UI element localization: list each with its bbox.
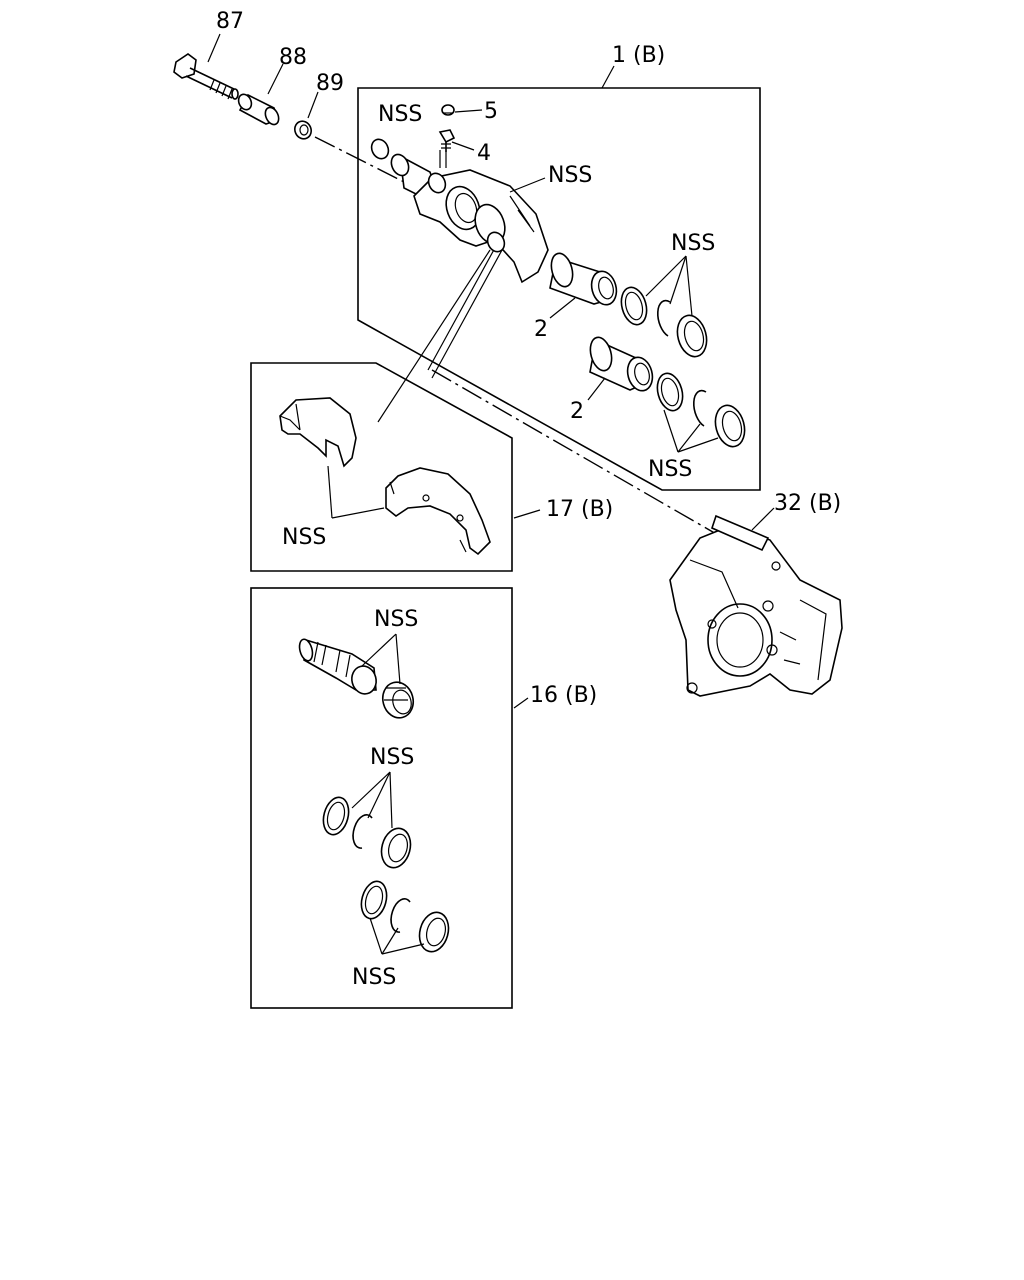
plug-nss-label: NSS [378,102,422,127]
pin-nss-leader-a [361,633,397,667]
brake-pad-outer [279,397,357,468]
bracket-label: 32 (B) [774,491,841,516]
brake-pad-inner [385,467,491,556]
nss-upper-leader-b [669,255,687,305]
pin-boot [381,681,415,719]
kit-nss-lower-leader-c [381,943,425,955]
bracket-axis-line [431,369,719,536]
bleeder-cap-5 [441,104,455,116]
dust-boot-lower [714,404,746,448]
kit-nss-lower-label: NSS [352,965,396,990]
caliper-body-nss-label: NSS [548,163,592,188]
retaining-ring-lower [692,389,707,427]
kit-dust-boot-2 [418,911,450,953]
sleeve-88-label: 88 [279,45,307,70]
caliper-assembly-leader [601,65,615,89]
nss-upper-leader-c [685,255,693,317]
piston-2-lower-label: 2 [570,399,584,424]
caliper-bracket [669,514,843,697]
bleeder-screw-4-label: 4 [477,141,491,166]
caliper-bracket-guide-line [427,245,497,371]
kit-seal-ring-1 [322,796,350,836]
kit-dust-boot-1 [380,827,412,869]
caliper-bracket-guide-line-2 [431,249,503,379]
bleeder-cap-5-label: 5 [484,99,498,124]
kit-nss-upper-leader-a [351,771,391,809]
nss-upper-leader-a [645,255,687,297]
nss-lower-label: NSS [648,457,692,482]
caliper-body [390,150,549,284]
seal-ring-upper [620,286,648,326]
kit-seal-ring-2 [360,880,388,920]
kit-nss-upper-leader-b [367,771,391,819]
piston-2-upper-leader [549,297,576,319]
seal-kit-leader [513,697,529,709]
sleeve-88-leader [267,63,284,95]
bleeder-screw-4-leader [451,141,475,151]
pad-guide-line [377,249,491,423]
pad-kit-leader [513,509,541,519]
nss-lower-leader-c [677,437,719,453]
kit-nss-upper-leader-c [389,771,393,829]
caliper-body-leader [509,177,546,193]
piston-2-upper [549,252,618,306]
pad-kit-label: 17 (B) [546,497,613,522]
caliper-assembly-label: 1 (B) [612,43,665,68]
kit-seal-ring-2-inner [364,885,384,915]
guide-pin [298,638,377,695]
kit-nss-upper-label: NSS [370,745,414,770]
pad-nss-label: NSS [282,525,326,550]
pad-kit-frame [250,362,513,572]
bolt-87-leader [207,33,221,63]
sleeve-88 [237,93,280,126]
nss-lower-leader-b [677,423,701,453]
nss-lower-leader-a [663,409,679,453]
bolt-87-label: 87 [216,9,244,34]
bleeder-screw-4 [438,129,456,152]
seal-ring-lower-inner [660,377,680,407]
piston-2-upper-label: 2 [534,317,548,342]
nss-upper-label: NSS [671,231,715,256]
kit-nss-lower-leader-b [381,927,399,955]
seal-kit-frame [250,587,513,1009]
bushing-89-leader [307,91,319,119]
piston-2-lower-leader [587,377,606,401]
dust-boot-upper [676,314,708,358]
pin-nss-leader-b [395,633,401,685]
pin-nss-label: NSS [374,607,418,632]
kit-retaining-ring-2 [390,898,411,933]
retaining-ring-upper [656,299,671,337]
bolt-87 [173,53,239,100]
kit-seal-ring-1-inner [326,801,346,831]
piston-2-lower [589,336,654,392]
kit-retaining-ring-1 [352,814,373,849]
kit-nss-lower-leader-a [369,917,383,955]
bleeder-cap-5-leader [454,109,483,113]
bushing-89 [294,120,312,140]
pad-nss-leader-a [327,465,333,519]
pad-nss-leader-b [331,507,385,519]
bushing-89-label: 89 [316,71,344,96]
seal-kit-label: 16 (B) [530,683,597,708]
plug-nss [370,138,390,160]
bracket-leader [751,507,775,531]
seal-ring-upper-inner [624,291,644,321]
caliper-assembly-frame [357,87,761,491]
seal-ring-lower [656,372,684,412]
